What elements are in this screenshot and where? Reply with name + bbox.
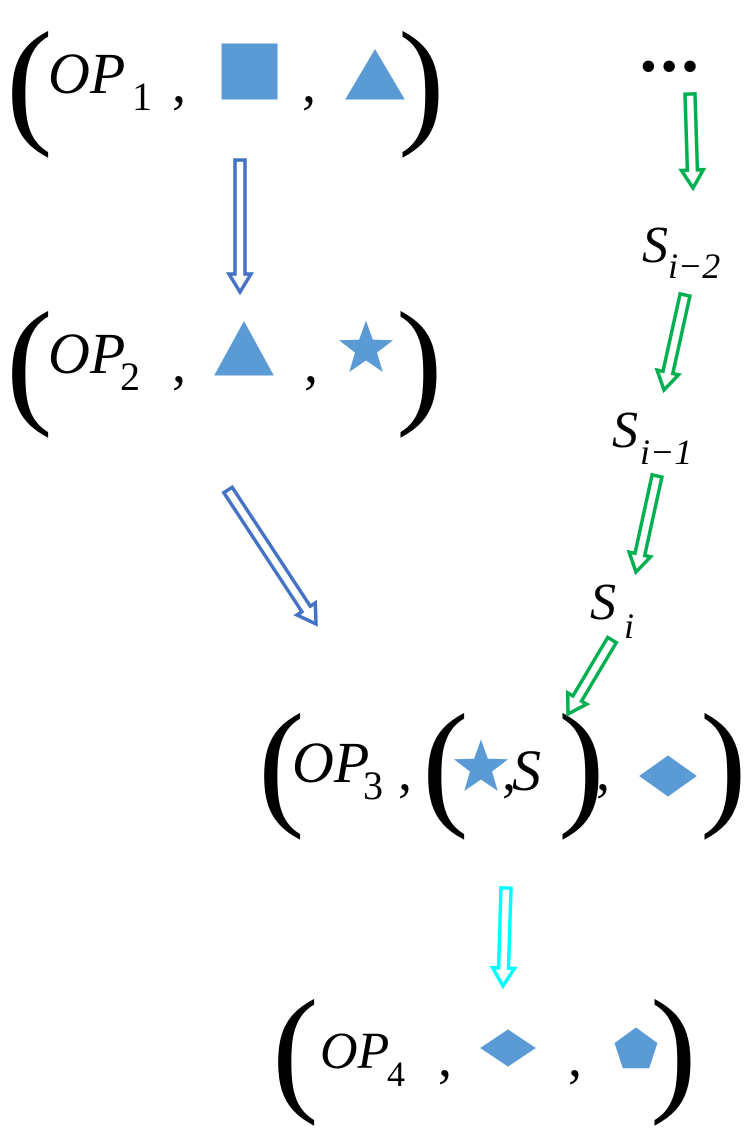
comma: , [568,1027,582,1089]
arrow-op1-to-op2 [225,158,255,296]
state-base: S [612,402,638,459]
comma: , [172,53,186,115]
comma: , [172,333,186,395]
state-s-i-minus-2: S i−2 [642,217,720,286]
square-shape [221,43,278,100]
triangle-shape [214,320,274,376]
comma: , [596,741,610,803]
state-base: S [590,574,616,631]
state-variable: S [512,738,541,803]
open-paren: ( [6,284,53,439]
open-paren: ( [272,972,319,1127]
op-label: OP [292,730,369,795]
comma: , [398,741,412,803]
triangle-shape [345,49,405,100]
open-paren: ( [258,686,305,841]
comma: , [302,53,316,115]
op-subscript: 2 [120,354,140,399]
arrow-s-i-minus-1-to-s-i [626,472,664,576]
tuple-op3: ( OP 3 , ( , S ) , ) [258,686,747,841]
tuple-op4: ( OP 4 , , ) [272,972,697,1127]
diamond-shape [480,1029,536,1067]
ellipsis: ••• [640,40,702,93]
state-s-i-minus-1: S i−1 [612,402,692,472]
close-paren: ) [700,686,747,841]
diamond-shape [639,755,697,797]
close-paren: ) [396,284,443,439]
inner-close-paren: ) [558,686,605,841]
arrow-s-i-minus-2-to-s-i-minus-1 [654,291,692,394]
op-label: OP [320,1023,389,1080]
close-paren: ) [650,972,697,1127]
op-label: OP [48,321,125,386]
state-s-i: S i [590,574,634,646]
state-base: S [642,217,668,274]
arrow-op2-to-op3 [221,484,318,627]
open-paren: ( [6,4,53,159]
star-shape [338,320,394,372]
op-subscript: 1 [132,74,152,119]
arrow-s-i-to-op3 [565,634,619,717]
comma: , [502,741,516,803]
star-shape [453,739,509,791]
comma: , [438,1027,452,1089]
state-subscript: i [624,606,634,646]
arrows [221,91,707,990]
arrow-ellipsis-to-s-i-minus-2 [678,91,707,192]
tuple-op1: ( OP 1 , , ) [6,4,445,159]
state-subscript: i−1 [640,432,692,472]
tuple-op2: ( OP 2 , , ) [6,284,443,439]
pentagon-shape [614,1027,658,1069]
op-label: OP [48,41,125,106]
op-subscript: 3 [363,763,383,808]
op-subscript: 4 [387,1054,405,1094]
close-paren: ) [398,4,445,159]
comma: , [304,333,318,395]
arrow-op3-to-op4 [489,885,518,990]
state-subscript: i−2 [668,246,720,286]
